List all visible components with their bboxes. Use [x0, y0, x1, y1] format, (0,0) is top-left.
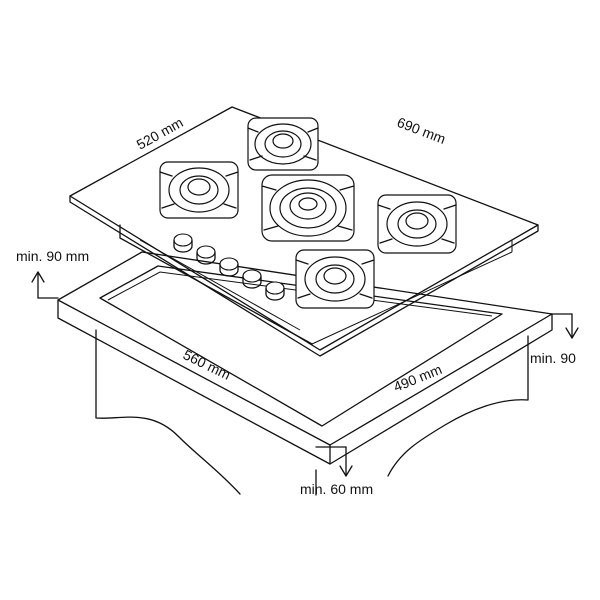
burner-center-wok	[261, 174, 355, 242]
knob-5	[265, 281, 285, 301]
clearance-right-label: min. 90	[530, 350, 576, 366]
burner-left	[159, 161, 239, 219]
burner-back-left	[247, 117, 319, 171]
knob-1	[173, 233, 193, 253]
burner-right	[377, 194, 457, 254]
knob-3	[219, 257, 239, 277]
knob-4	[242, 269, 262, 289]
hob	[69, 106, 539, 357]
cutout-width-label: 560 mm	[181, 346, 233, 383]
cabinet	[95, 329, 529, 496]
arrow-icon	[551, 313, 579, 339]
hob-width-label: 690 mm	[395, 114, 448, 147]
clearance-left-label: min. 90 mm	[16, 248, 89, 264]
clearance-front-label: min. 60 mm	[300, 481, 373, 497]
arrow-icon	[31, 271, 59, 299]
burner-front	[295, 249, 375, 309]
knob-2	[196, 245, 216, 265]
arrow-icon	[315, 446, 353, 477]
control-knobs	[173, 233, 285, 301]
